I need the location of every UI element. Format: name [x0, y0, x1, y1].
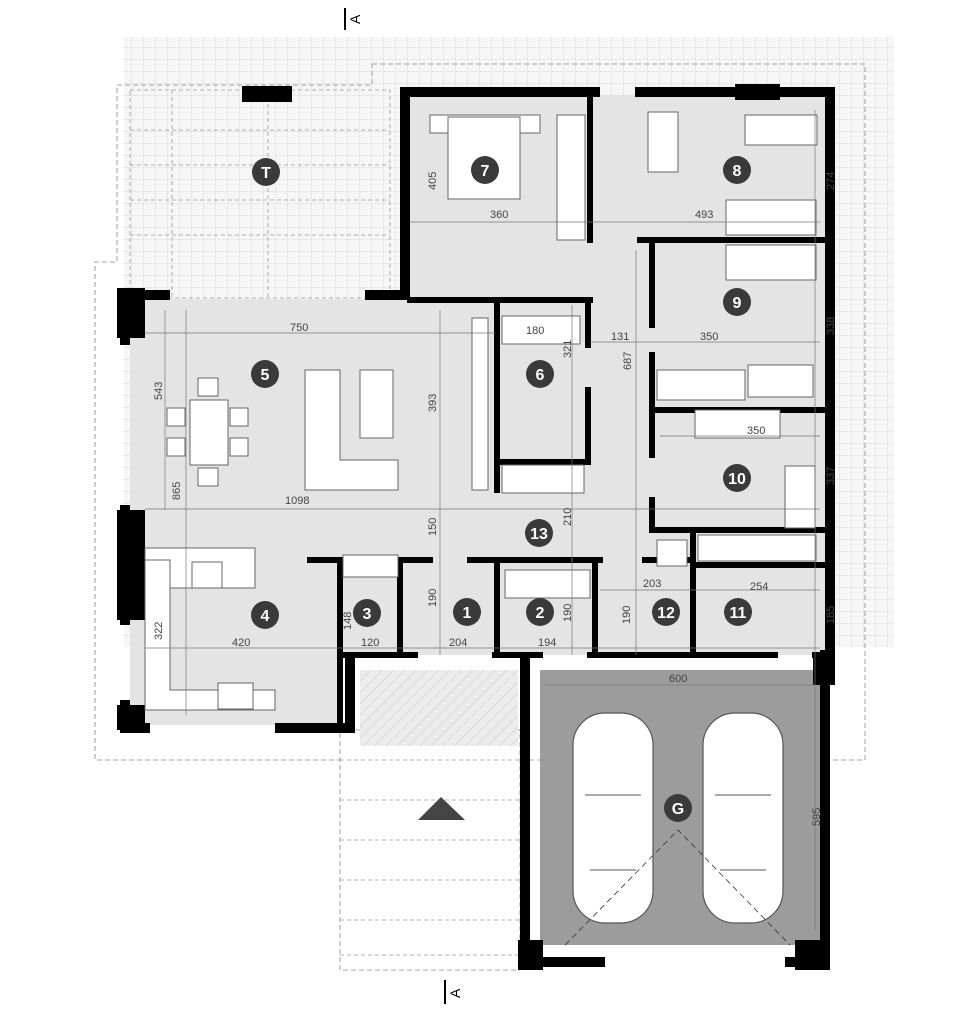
- dim-label: 350: [747, 425, 765, 437]
- room-badge-13: 13: [525, 519, 553, 547]
- room-badge-5: 5: [251, 360, 279, 388]
- svg-text:7: 7: [481, 163, 490, 180]
- room-badges: T 7 8 9 5 6 10 13 4 3 1 2 12 11 G: [251, 156, 752, 822]
- dim-label: 204: [449, 637, 467, 649]
- room-badge-12: 12: [652, 598, 680, 626]
- dim-label: 420: [232, 637, 250, 649]
- svg-text:1: 1: [463, 605, 472, 622]
- dim-label: 865: [171, 482, 183, 500]
- dimension-lines: [145, 110, 820, 930]
- dim-label: 595: [811, 808, 823, 826]
- dim-label: 185: [825, 606, 837, 624]
- svg-text:3: 3: [363, 606, 372, 623]
- room-badge-garage: G: [664, 794, 692, 822]
- svg-text:5: 5: [261, 367, 270, 384]
- svg-text:12: 12: [657, 605, 675, 622]
- svg-text:6: 6: [536, 367, 545, 384]
- dim-label: 350: [700, 331, 718, 343]
- svg-text:A: A: [347, 14, 363, 24]
- dim-label: 1098: [285, 495, 309, 507]
- dim-label: 393: [427, 394, 439, 412]
- svg-text:8: 8: [733, 163, 742, 180]
- roof-outline: [94, 63, 866, 761]
- section-marker-top: A: [344, 8, 363, 30]
- svg-text:A: A: [447, 988, 463, 998]
- dim-label: 131: [611, 331, 629, 343]
- room-badge-10: 10: [723, 464, 751, 492]
- dim-label: 493: [695, 209, 713, 221]
- dim-label: 338: [825, 317, 837, 335]
- dim-label: 600: [669, 673, 687, 685]
- room-badge-7: 7: [471, 156, 499, 184]
- dim-label: 360: [490, 209, 508, 221]
- dim-label: 750: [290, 322, 308, 334]
- dim-label: 190: [621, 606, 633, 624]
- room-badge-4: 4: [251, 601, 279, 629]
- dim-label: 190: [562, 604, 574, 622]
- building-corners: [117, 84, 835, 970]
- room-badge-1: 1: [453, 598, 481, 626]
- room-badge-terrace: T: [252, 158, 280, 186]
- garage-door-swing: [564, 829, 791, 946]
- dim-label: 254: [750, 581, 768, 593]
- svg-text:2: 2: [536, 605, 545, 622]
- room-badge-3: 3: [353, 599, 381, 627]
- dim-label: 150: [427, 518, 439, 536]
- room-badge-9: 9: [723, 288, 751, 316]
- svg-text:11: 11: [730, 605, 747, 622]
- svg-text:9: 9: [733, 295, 742, 312]
- room-badge-6: 6: [526, 360, 554, 388]
- room-badge-8: 8: [723, 156, 751, 184]
- dim-label: 405: [427, 172, 439, 190]
- room-badge-11: 11: [724, 598, 752, 626]
- dim-label: 210: [562, 508, 574, 526]
- car-icon: [572, 712, 784, 924]
- svg-text:13: 13: [530, 526, 548, 543]
- room-badge-2: 2: [526, 598, 554, 626]
- dim-label: 148: [342, 612, 354, 630]
- dim-label: 120: [361, 637, 379, 649]
- dim-label: 322: [153, 622, 165, 640]
- section-marker-bottom: A: [444, 980, 463, 1004]
- dim-label: 274: [825, 172, 837, 190]
- dim-label: 337: [825, 467, 837, 485]
- dim-label: 180: [526, 325, 544, 337]
- svg-text:10: 10: [728, 471, 746, 488]
- dim-label: 190: [427, 589, 439, 607]
- svg-text:G: G: [672, 801, 684, 818]
- dim-label: 321: [562, 340, 574, 358]
- svg-text:4: 4: [261, 608, 270, 625]
- furniture: [144, 111, 818, 711]
- dim-label: 194: [538, 637, 556, 649]
- entrance-arrow-icon: [418, 797, 465, 820]
- dim-label: 543: [153, 382, 165, 400]
- dimension-labels: 750 543 865 1098 393 150 190 210 180 321…: [153, 172, 837, 826]
- dim-label: 687: [622, 352, 634, 370]
- driveway: [339, 729, 521, 971]
- driveway-lines: [340, 759, 520, 956]
- porch: [360, 670, 518, 746]
- svg-text:T: T: [261, 165, 271, 182]
- dim-label: 203: [643, 578, 661, 590]
